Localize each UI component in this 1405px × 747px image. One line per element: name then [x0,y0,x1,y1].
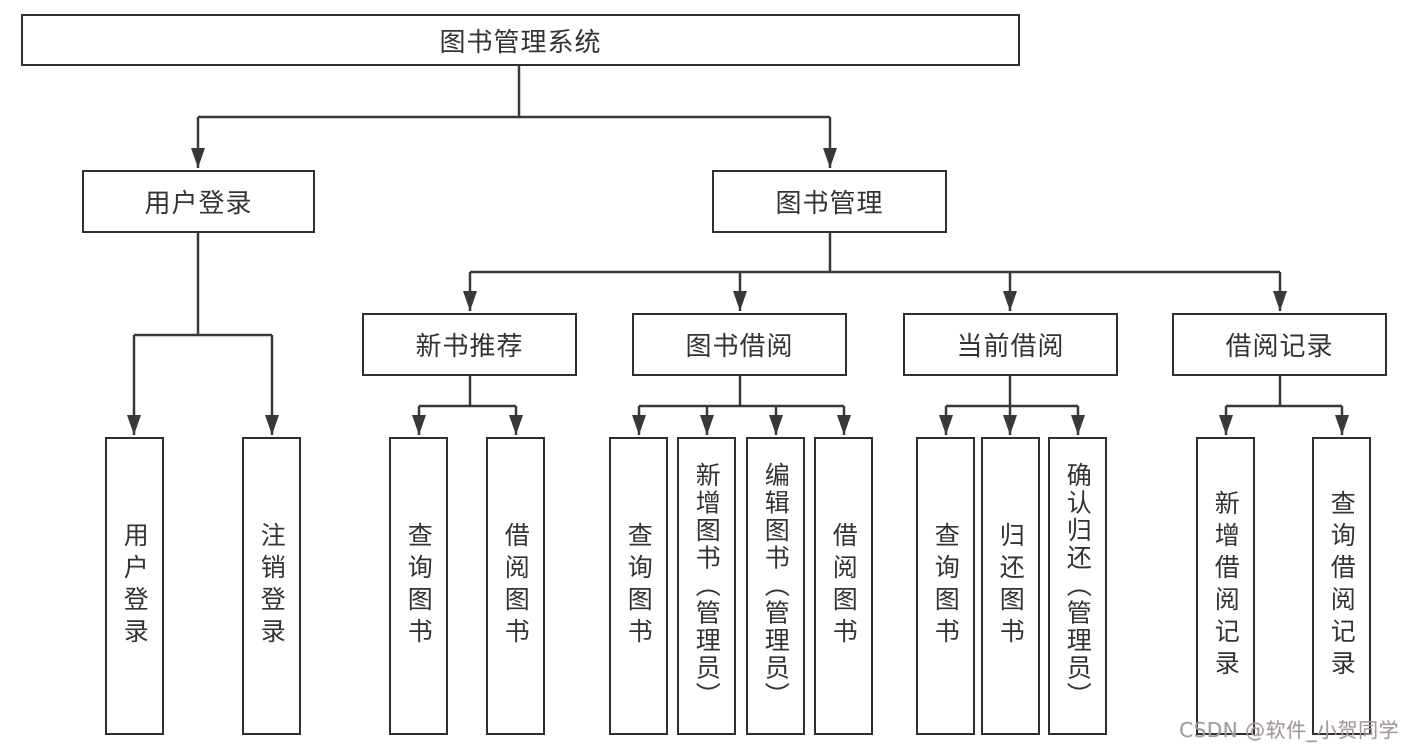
node-current-borrow: 当前借阅 [903,313,1118,376]
connector-book-borrow-to-leaves [632,376,851,435]
leaf-current-query-books: 查询图书 [916,437,975,735]
node-current-borrow-label: 当前借阅 [956,332,1065,362]
leaf-borrow-query-books-label: 查询图书 [624,522,654,650]
leaf-logout: 注销登录 [242,437,301,735]
leaf-return-books-label: 归还图书 [996,522,1026,650]
leaf-logout-label: 注销登录 [257,522,287,650]
node-library-system-label: 图书管理系统 [439,27,602,58]
node-borrow-records: 借阅记录 [1172,313,1387,376]
connector-current-borrow-to-leaves [939,376,1085,435]
leaf-borrow-query-books: 查询图书 [609,437,668,735]
leaf-borrow-books-label: 借阅图书 [829,522,859,650]
leaf-recommend-query-books-label: 查询图书 [404,522,434,650]
leaf-borrow-books: 借阅图书 [814,437,873,735]
leaf-return-books: 归还图书 [981,437,1040,735]
connector-book-management-to-level3 [463,233,1287,311]
leaf-add-borrow-record-label: 新增借阅记录 [1211,490,1241,682]
node-user-login-label: 用户登录 [144,189,253,219]
leaf-query-borrow-record-label: 查询借阅记录 [1327,490,1357,682]
leaf-edit-books-admin-label: 编辑图书（管理员） [761,462,791,710]
leaf-recommend-borrow-books: 借阅图书 [486,437,545,735]
leaf-user-login: 用户登录 [105,437,164,735]
node-book-management: 图书管理 [712,170,947,233]
connector-user-login-to-leaves [127,233,279,435]
connector-root-to-level2 [191,66,837,168]
node-library-system: 图书管理系统 [21,14,1020,66]
node-book-borrow-label: 图书借阅 [685,332,794,362]
leaf-recommend-borrow-books-label: 借阅图书 [501,522,531,650]
connector-new-book-recommend-to-leaves [412,376,523,435]
leaf-user-login-label: 用户登录 [120,522,150,650]
connector-borrow-records-to-leaves [1219,376,1349,435]
node-new-book-recommend: 新书推荐 [362,313,577,376]
leaf-query-borrow-record: 查询借阅记录 [1312,437,1371,735]
leaf-recommend-query-books: 查询图书 [389,437,448,735]
node-borrow-records-label: 借阅记录 [1225,332,1334,362]
leaf-add-books-admin-label: 新增图书（管理员） [692,462,722,710]
node-book-management-label: 图书管理 [775,189,884,219]
leaf-add-books-admin: 新增图书（管理员） [677,437,736,735]
watermark-text: CSDN @软件_小贺同学 [1179,718,1399,742]
leaf-confirm-return-admin: 确认归还（管理员） [1048,437,1107,735]
node-user-login: 用户登录 [82,170,315,233]
leaf-current-query-books-label: 查询图书 [931,522,961,650]
leaf-add-borrow-record: 新增借阅记录 [1196,437,1255,735]
node-new-book-recommend-label: 新书推荐 [415,332,524,362]
leaf-confirm-return-admin-label: 确认归还（管理员） [1063,462,1093,710]
node-book-borrow: 图书借阅 [632,313,847,376]
leaf-edit-books-admin: 编辑图书（管理员） [746,437,805,735]
